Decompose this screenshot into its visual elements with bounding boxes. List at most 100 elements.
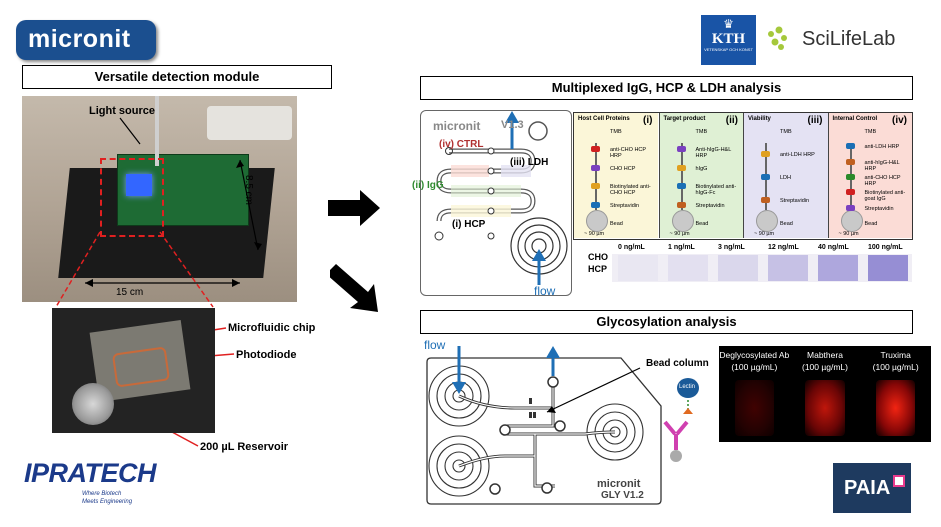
glyco-flow-label: flow	[424, 338, 446, 352]
assay-panel-number: (i)	[643, 115, 653, 126]
fluorescence-sample-name: Mabthera	[807, 350, 843, 360]
lectin-label: Lectin	[679, 384, 696, 390]
ipratech-logo-text: IPRATECH	[24, 458, 157, 488]
cho-hcp-well	[668, 255, 708, 281]
paia-square-icon	[893, 475, 905, 487]
fluorescence-sample-name: Truxima	[880, 350, 911, 360]
multiplex-chip-brand: micronit	[433, 119, 481, 133]
cho-label: CHO	[588, 252, 608, 262]
cho-concentration-label: 100 ng/mL	[868, 244, 903, 251]
assay-molecule-icon	[676, 146, 686, 153]
assay-item-label: ~ 90 µm	[669, 231, 690, 237]
microfluidic-chip-label: Microfluidic chip	[228, 322, 316, 334]
bead-column-label: Bead column	[646, 358, 709, 369]
assay-molecule-icon	[761, 197, 770, 203]
left-section-title: Versatile detection module	[22, 65, 332, 89]
assay-molecule-icon	[761, 151, 770, 157]
lectin-badge: Lectin	[677, 378, 699, 398]
assay-item-label: Streptavidin	[864, 205, 894, 212]
assay-item-label: TMB	[695, 129, 708, 135]
glycosylation-chip-outline	[426, 346, 662, 505]
glyco-chip-brand: micronit	[597, 478, 641, 490]
cho-concentration-label: 1 ng/mL	[668, 244, 695, 251]
assay-molecule-icon	[845, 174, 855, 180]
glyco-chip-version: GLY V1.2	[601, 490, 644, 501]
assay-panel-number: (ii)	[725, 115, 738, 126]
assay-panel-title: Host Cell Proteins	[578, 116, 630, 122]
assay-item-label: CHO HCP	[610, 165, 636, 172]
cho-concentration-label: 12 ng/mL	[768, 244, 799, 251]
paia-logo: PAIA	[833, 463, 911, 513]
assay-molecule-icon	[591, 183, 600, 190]
cho-concentration-label: 0 ng/mL	[618, 244, 645, 251]
assay-item-label: Bead	[695, 221, 709, 227]
assay-item-label: Streptavidin	[610, 202, 640, 209]
assay-molecule-icon	[591, 164, 600, 171]
assay-item-label: Anti-hIgG-H&L HRP	[695, 147, 732, 160]
kth-logo-text: KTH	[711, 31, 746, 47]
assay-item-label: Bead	[864, 221, 878, 227]
reservoir-cylinder	[72, 383, 114, 425]
scilifelab-logo-text: SciLifeLab	[802, 28, 896, 50]
assay-item-label: Biotinylated anti-hIgG-Fc	[695, 184, 737, 197]
assay-item-label: LDH	[780, 175, 792, 181]
scilifelab-dots-icon	[768, 26, 787, 50]
ipratech-tagline-2: Meets Engineering	[82, 499, 133, 505]
hcp-channel-label: (i) HCP	[452, 219, 486, 230]
fluorescence-sample-conc: (100 µg/mL)	[801, 362, 848, 372]
assay-item-label: anti-hIgG-H&L HRP	[864, 159, 900, 172]
cho-hcp-well	[868, 255, 908, 281]
assay-item-label: hIgG	[695, 165, 708, 172]
assay-item-label: Bead	[780, 221, 793, 227]
cho-hcp-well	[818, 255, 858, 281]
multiplex-chip-diagram: micronit V1.3	[420, 110, 572, 296]
assay-panel: Target product (ii) TMB Anti-hIgG-H&L HRP hI…	[658, 113, 743, 238]
bead-icon	[840, 210, 863, 232]
multiplex-chip-version: V1.3	[501, 119, 524, 131]
fluorescence-sample-conc: (100 µg/mL)	[731, 362, 778, 372]
assay-molecule-icon	[845, 204, 855, 211]
light-source-rod	[155, 96, 159, 166]
assay-panel-number: (iv)	[892, 115, 907, 126]
multiplex-flow-label: flow	[534, 284, 556, 298]
assay-molecule-icon	[845, 158, 855, 165]
sample-container	[207, 106, 292, 140]
kth-crown-icon: ♛	[723, 17, 734, 31]
bead-icon	[756, 210, 778, 232]
kth-logo: ♛ KTH VETENSKAP OCH KONST	[701, 15, 756, 65]
assay-item-label: anti-LDH HRP	[864, 144, 900, 151]
cho-concentration-label: 40 ng/mL	[818, 244, 849, 251]
reservoir-label: 200 µL Reservoir	[200, 441, 289, 453]
assay-panel-title: Target product	[663, 116, 706, 122]
igg-channel-label: (ii) IgG	[412, 180, 444, 191]
streptavidin-stalk	[595, 143, 597, 210]
assay-item-label: anti-CHO HCP HRP	[610, 147, 646, 160]
antibody-icon	[663, 400, 693, 462]
assay-panel-title: Internal Control	[832, 116, 878, 122]
assay-panels: Host Cell Proteins (i) TMB anti-CHO HCP HRP…	[573, 112, 913, 240]
assay-item-label: Biotinylated anti-CHO HCP	[610, 184, 651, 197]
assay-molecule-icon	[761, 174, 770, 180]
light-source-label: Light source	[89, 105, 156, 117]
hcp-strip-label: HCP	[588, 264, 608, 274]
assay-item-label: anti-CHO HCP HRP	[864, 175, 901, 187]
assay-item-label: anti-LDH HRP	[780, 152, 815, 158]
ipratech-logo: IPRATECH Where Biotech Meets Engineering	[24, 458, 174, 513]
multiplex-chip-channels	[434, 111, 568, 285]
assay-item-label: TMB	[780, 129, 792, 135]
glycosylation-section-title: Glycosylation analysis	[420, 310, 913, 334]
highlight-box	[100, 158, 164, 237]
lectin-antibody-icon: Lectin	[655, 378, 705, 463]
kth-logo-subtext: VETENSKAP OCH KONST	[704, 47, 753, 52]
assay-molecule-icon	[676, 164, 686, 171]
assay-molecule-icon	[591, 201, 600, 208]
multiplex-section-title: Multiplexed IgG, HCP & LDH analysis	[420, 76, 913, 100]
cho-concentration-label: 3 ng/mL	[718, 244, 745, 251]
glycosylation-chip-diagram: micronit GLY V1.2	[425, 346, 665, 506]
height-dimension-label: 8.5 cm	[243, 175, 254, 206]
micronit-logo-text: micronit	[28, 25, 131, 53]
assay-item-label: ~ 90 µm	[838, 231, 859, 237]
cho-hcp-well	[718, 255, 758, 281]
ldh-channel-label: (iii) LDH	[510, 157, 549, 168]
